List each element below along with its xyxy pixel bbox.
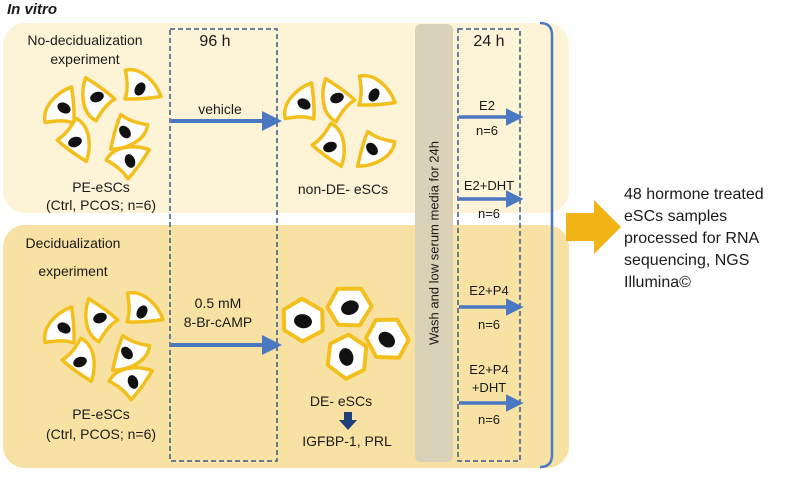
bottom-panel-title-1: Decidualization	[25, 235, 121, 251]
incubation-96h-box	[169, 28, 278, 462]
hormone-e2-n: n=6	[475, 123, 499, 138]
incubation-96h-label: 96 h	[199, 33, 231, 50]
camp-label-2: 8-Br-cAMP	[183, 314, 253, 330]
hormone-e2-dht-name: E2+DHT	[463, 178, 515, 193]
wash-step-label: Wash and low serum media for 24h	[426, 140, 442, 346]
top-cells-label-1: PE-eSCs	[72, 179, 130, 195]
top-cells-label-2: (Ctrl, PCOS; n=6)	[45, 197, 157, 213]
outcome-line-4: sequencing, NGS	[624, 252, 750, 269]
outcome-line-1: 48 hormone treated	[624, 186, 764, 203]
outcome-line-5: Illumina©	[624, 274, 691, 291]
hormone-e2-p4-dht-n: n=6	[477, 412, 501, 427]
camp-label-1: 0.5 mM	[194, 295, 242, 311]
hormone-e2-dht-n: n=6	[477, 206, 501, 221]
outcome-line-3: processed for RNA	[624, 230, 760, 247]
vehicle-label: vehicle	[198, 101, 242, 117]
bottom-panel-title-2: experiment	[38, 263, 108, 279]
hormone-e2-p4-name: E2+P4	[469, 283, 509, 298]
in-vitro-label: In vitro	[7, 1, 58, 18]
hormone-e2-p4-n: n=6	[477, 317, 501, 332]
non-de-escs-label: non-DE- eSCs	[297, 181, 389, 197]
hormone-e2-p4-dht-name-1: E2+P4	[469, 362, 509, 377]
incubation-24h-label: 24 h	[473, 33, 505, 50]
bottom-cells-label-1: PE-eSCs	[72, 406, 130, 422]
incubation-24h-box	[457, 28, 521, 462]
bottom-cells-label-2: (Ctrl, PCOS; n=6)	[45, 426, 157, 442]
right-bracket	[539, 21, 554, 469]
hormone-e2-name: E2	[479, 98, 495, 113]
top-panel-title-2: experiment	[50, 51, 120, 67]
de-escs-label: DE- eSCs	[309, 393, 373, 409]
outcome-line-2: eSCs samples	[624, 208, 728, 225]
marker-down-arrow	[339, 412, 357, 430]
wash-step-bar	[415, 24, 453, 462]
outcome-arrow	[566, 200, 621, 254]
markers-label: IGFBP-1, PRL	[302, 433, 392, 449]
top-panel-title-1: No-decidualization	[27, 32, 143, 48]
hormone-e2-p4-dht-name-2: +DHT	[471, 380, 507, 395]
